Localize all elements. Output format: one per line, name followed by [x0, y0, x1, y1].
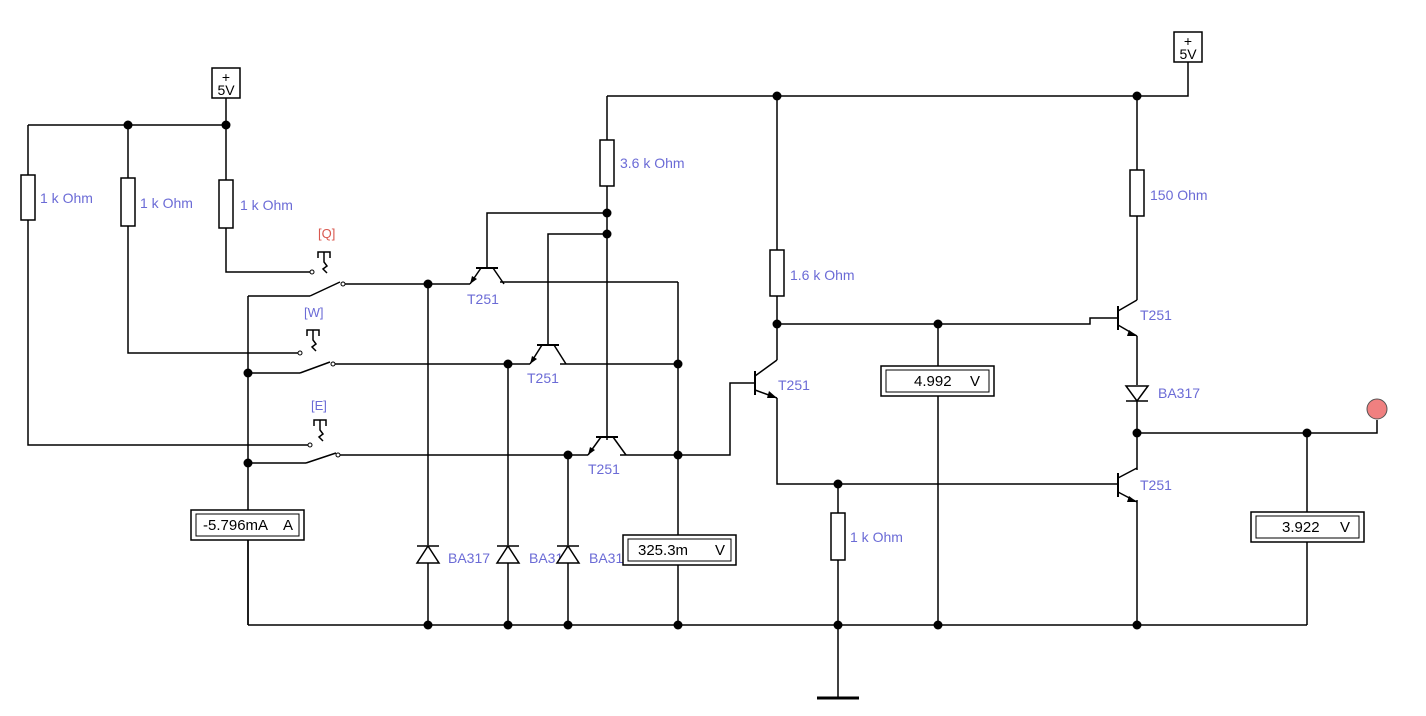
transistor-t1[interactable]: T251 [467, 267, 505, 307]
transistor-t5-label: T251 [1140, 307, 1172, 323]
ammeter-value: -5.796mA [203, 517, 268, 534]
resistor-r7[interactable]: 1 k Ohm [830, 512, 903, 561]
transistor-t1-label: T251 [467, 291, 499, 307]
diode-d1[interactable]: BA317 [415, 544, 490, 566]
voltmeter-middle[interactable]: 4.992 V [880, 365, 995, 397]
transistor-t2-label: T251 [527, 370, 559, 386]
resistor-r5[interactable]: 1.6 k Ohm [769, 249, 855, 297]
resistor-r1-label: 1 k Ohm [40, 190, 93, 206]
voltmeter-output-value: 3.922 [1282, 519, 1320, 536]
supply-left-value: 5V [217, 82, 235, 98]
resistor-r6-label: 150 Ohm [1150, 187, 1208, 203]
voltmeter-input-value: 325.3m [638, 542, 688, 559]
switch-q[interactable]: [Q] [309, 226, 346, 297]
transistor-t5[interactable]: T251 [1117, 299, 1172, 337]
wires [27, 62, 1378, 698]
voltmeter-output[interactable]: 3.922 V [1250, 511, 1365, 543]
supply-right-value: 5V [1179, 46, 1197, 62]
resistor-r7-label: 1 k Ohm [850, 529, 903, 545]
supply-left-plus: + [222, 69, 230, 85]
transistor-t4[interactable]: T251 [754, 359, 810, 399]
resistor-r2-label: 1 k Ohm [140, 195, 193, 211]
switch-e-key: [E] [311, 398, 327, 413]
voltmeter-middle-value: 4.992 [914, 373, 952, 390]
resistor-r4-label: 3.6 k Ohm [620, 155, 685, 171]
transistor-t3-label: T251 [588, 461, 620, 477]
resistor-r1[interactable]: 1 k Ohm [20, 174, 93, 221]
resistor-r3-label: 1 k Ohm [240, 197, 293, 213]
switch-w[interactable]: [W] [297, 305, 336, 374]
transistor-t6[interactable]: T251 [1117, 467, 1172, 503]
voltmeter-input[interactable]: 325.3m V [622, 534, 737, 566]
output-probe-icon[interactable] [1366, 398, 1388, 420]
supply-right-plus: + [1184, 33, 1192, 49]
transistor-t4-label: T251 [778, 377, 810, 393]
resistor-r6[interactable]: 150 Ohm [1129, 169, 1208, 217]
diode-d1-label: BA317 [448, 550, 490, 566]
resistor-r2[interactable]: 1 k Ohm [120, 177, 193, 227]
junction-dots [123, 91, 1312, 630]
transistor-t2[interactable]: T251 [527, 344, 567, 386]
resistor-r3[interactable]: 1 k Ohm [218, 179, 293, 229]
resistor-r4[interactable]: 3.6 k Ohm [599, 139, 685, 187]
resistor-r5-label: 1.6 k Ohm [790, 267, 855, 283]
switch-q-key: [Q] [318, 226, 335, 241]
ammeter-unit: A [283, 517, 293, 534]
transistor-t6-label: T251 [1140, 477, 1172, 493]
supply-left: + 5V [211, 67, 241, 99]
switch-e[interactable]: [E] [305, 398, 341, 464]
ammeter[interactable]: -5.796mA A [190, 509, 305, 541]
voltmeter-output-unit: V [1340, 519, 1350, 536]
diode-d3-label: BA317 [589, 550, 631, 566]
supply-right: + 5V [1173, 31, 1203, 63]
voltmeter-middle-unit: V [970, 373, 980, 390]
voltmeter-input-unit: V [715, 542, 725, 559]
diode-d4-label: BA317 [1158, 385, 1200, 401]
switch-w-key: [W] [304, 305, 324, 320]
transistor-t3[interactable]: T251 [587, 436, 627, 477]
diode-d4[interactable]: BA317 [1124, 385, 1200, 403]
diode-d3[interactable]: BA317 [555, 544, 631, 566]
